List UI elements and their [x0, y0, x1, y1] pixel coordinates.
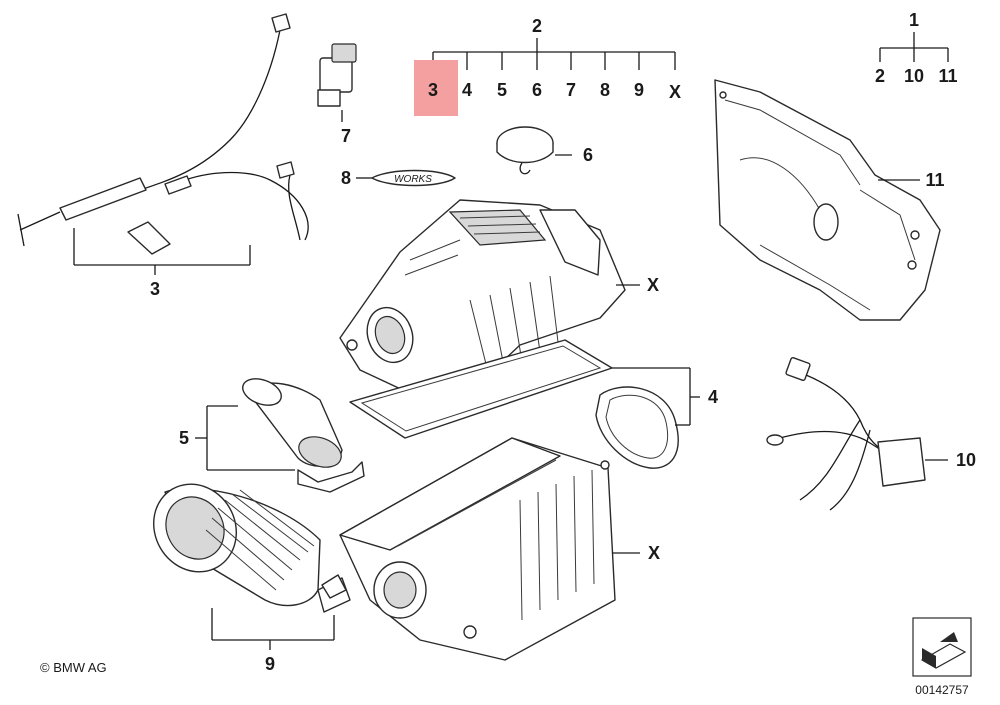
callout-1-sub-11[interactable]: 11 — [938, 66, 957, 86]
callout-4[interactable]: 4 — [708, 387, 718, 407]
part-8-works-badge: WORKS — [356, 169, 456, 187]
callout-8[interactable]: 8 — [341, 168, 351, 188]
air-filter-housing-upper — [339, 199, 640, 406]
callout-3[interactable]: 3 — [150, 279, 160, 299]
air-filter-housing-lower — [339, 437, 640, 661]
callout-1[interactable]: 1 — [909, 10, 919, 30]
callout-x-upper[interactable]: X — [647, 275, 659, 295]
callout-9-head[interactable]: 9 — [634, 80, 644, 100]
callout-2[interactable]: 2 — [532, 16, 542, 36]
part-7-valve — [317, 43, 357, 122]
orientation-arrow-icon — [912, 617, 972, 677]
callout-6-head[interactable]: 6 — [532, 80, 542, 100]
callout-7-head[interactable]: 7 — [566, 80, 576, 100]
callout-1-sub-10[interactable]: 10 — [904, 66, 924, 86]
callout-10[interactable]: 10 — [956, 450, 976, 470]
callout-5[interactable]: 5 — [179, 428, 189, 448]
callout-9[interactable]: 9 — [265, 654, 275, 674]
callout-1-sub-2[interactable]: 2 — [875, 66, 885, 86]
part-10-wiring-harness — [766, 356, 948, 511]
part-9-filter-element — [152, 483, 351, 650]
callout-5-head[interactable]: 5 — [497, 80, 507, 100]
part-11-heat-shield — [714, 79, 941, 321]
callout-tree-1 — [879, 32, 949, 62]
callout-8-head[interactable]: 8 — [600, 80, 610, 100]
callout-x-lower[interactable]: X — [648, 543, 660, 563]
callout-3-highlighted[interactable]: 3 — [428, 80, 438, 100]
callout-tree-2 — [432, 38, 676, 70]
callout-x-head[interactable]: X — [669, 82, 681, 102]
diagram-number: 00142757 — [915, 683, 969, 697]
part-6-cap — [496, 126, 572, 175]
part-3-hose-assembly — [17, 13, 309, 275]
callout-6[interactable]: 6 — [583, 145, 593, 165]
highlight-box — [414, 60, 458, 116]
copyright-text: © BMW AG — [40, 660, 107, 675]
callout-7[interactable]: 7 — [341, 126, 351, 146]
part-4-gaskets — [349, 339, 700, 469]
callout-4-head[interactable]: 4 — [462, 80, 472, 100]
badge-text: WORKS — [394, 174, 432, 185]
part-5-intake-pipe — [195, 378, 365, 493]
callout-11[interactable]: 11 — [925, 170, 944, 190]
